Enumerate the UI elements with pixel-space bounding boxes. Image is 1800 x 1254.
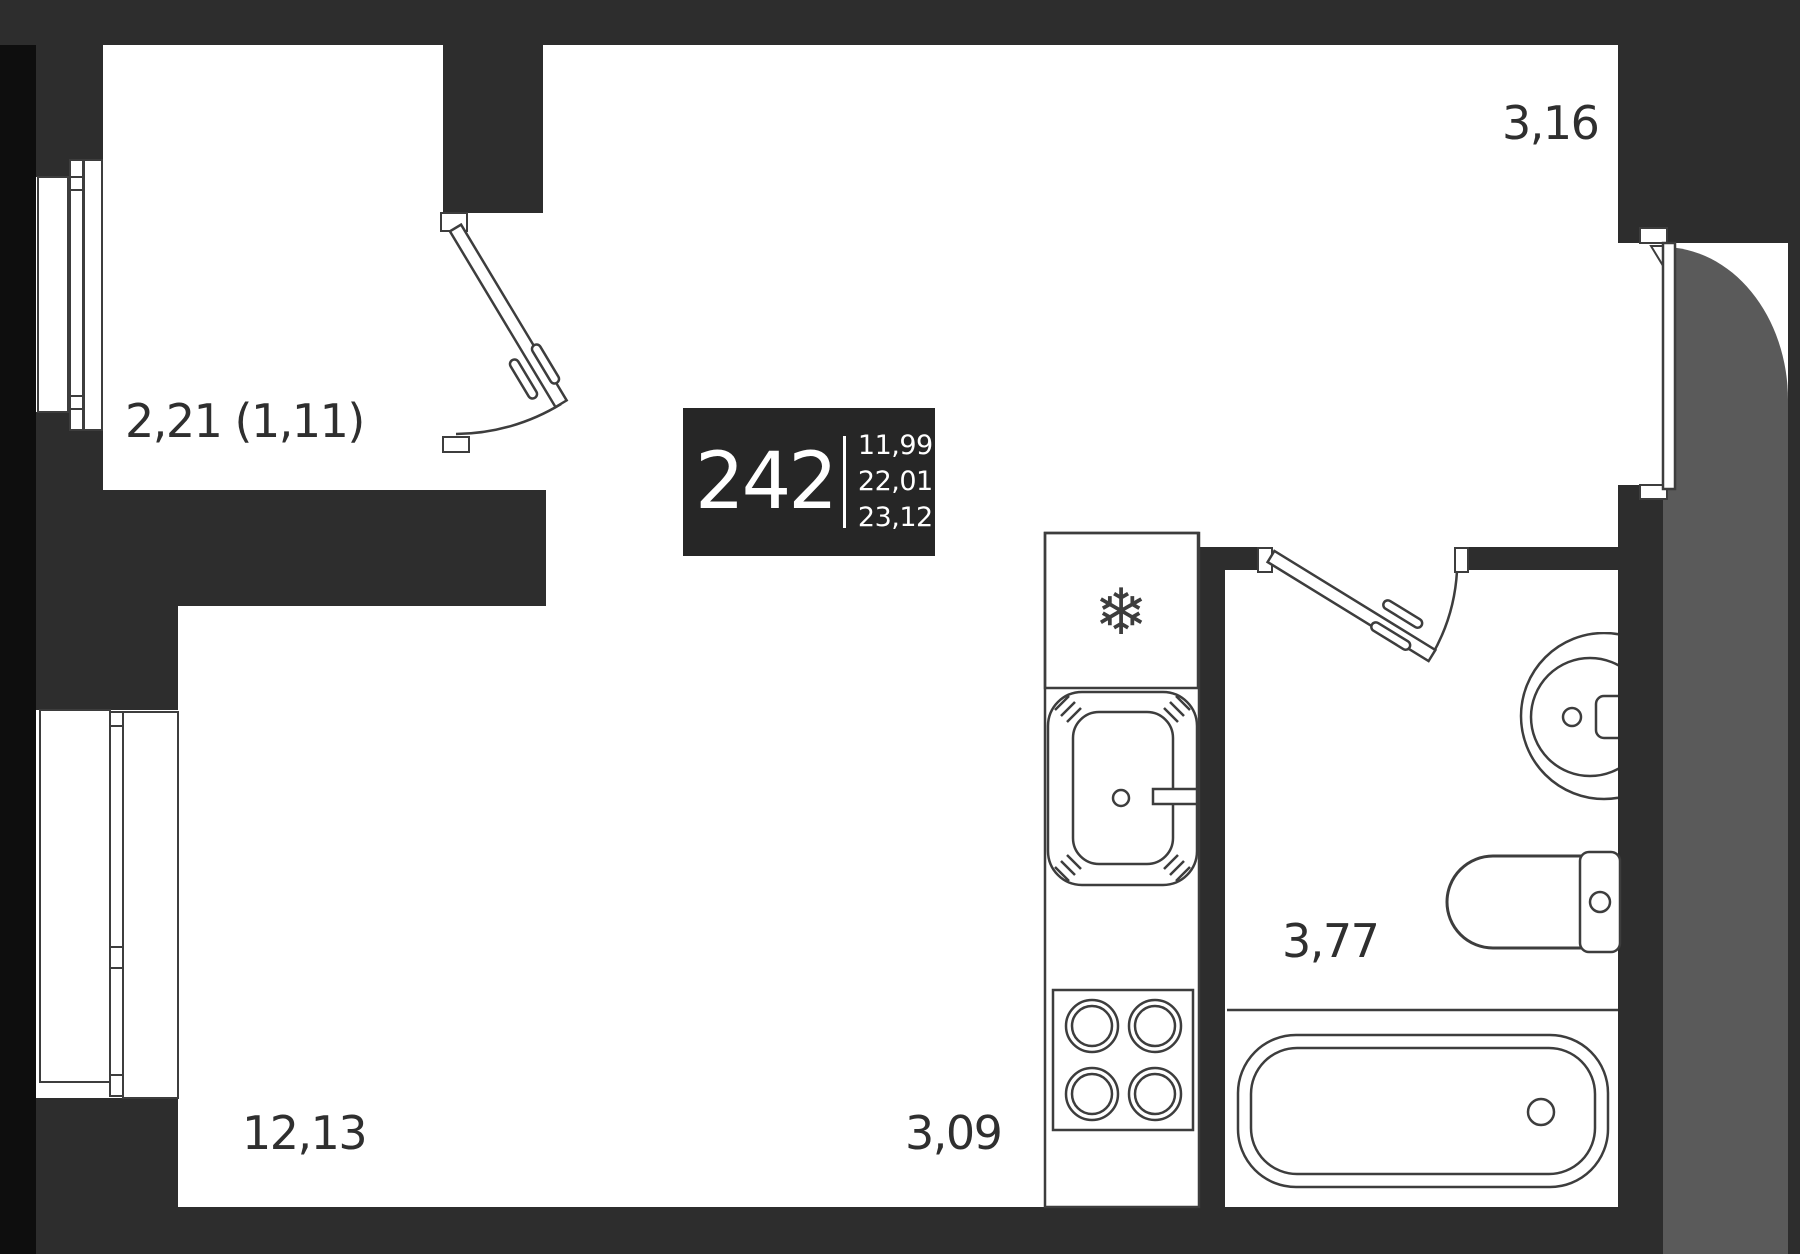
balcony-window-frame-outer [83, 159, 103, 431]
balcony-door-handle-outer [530, 343, 561, 385]
wall-balcony-left-upper [36, 45, 103, 177]
wash-basin [1519, 632, 1618, 801]
bathroom-door-jamb-right [1454, 547, 1469, 573]
balcony-door-jamb-bottom [442, 436, 470, 453]
toilet-bowl [1445, 854, 1584, 950]
living-window-niche [39, 709, 111, 1083]
unit-number: 242 [695, 437, 838, 527]
wall-top [0, 0, 1800, 45]
fridge [1043, 531, 1200, 690]
bathtub-drain [1526, 1097, 1556, 1127]
area-value-living: 11,99 [857, 430, 933, 461]
bathtub-outer [1236, 1033, 1610, 1189]
kitchen-sink-faucet [1151, 787, 1199, 806]
entrance-doorway-gap [1618, 243, 1667, 485]
balcony-door-swing-arc [455, 402, 562, 436]
kitchen-sink-drain [1111, 788, 1131, 808]
living-room-area-label: 12,13 [242, 1106, 368, 1160]
bathroom-fixtures [1227, 632, 1622, 1189]
balcony-window [37, 159, 103, 431]
living-window-frame [109, 717, 124, 1097]
kitchen-fixtures: ❄ [1043, 531, 1201, 1209]
wall-right-edge-strip [1788, 0, 1800, 1254]
entrance-door-leaf [1661, 241, 1677, 491]
stove [1051, 988, 1195, 1132]
bathroom-door-handle-inner [1370, 621, 1412, 651]
entrance-door-jamb-top [1639, 227, 1668, 244]
freezer-snowflake-icon: ❄ [1094, 576, 1148, 650]
balcony-window-niche [37, 176, 69, 413]
unit-badge: 242 11,99 22,01 23,12 [683, 408, 935, 556]
corridor-and-entrance [1618, 0, 1800, 1254]
wall-right-lower [1618, 485, 1663, 1254]
wall-bottom [36, 1207, 1663, 1254]
wash-basin-bowl [1529, 656, 1618, 778]
area-value-overall: 23,12 [857, 502, 933, 533]
living-window-cap-middle [109, 946, 124, 969]
toilet-flush-button [1588, 890, 1612, 914]
building-left-edge [0, 45, 36, 1254]
balcony-door [440, 212, 569, 453]
corridor-door-swing-area [1663, 247, 1788, 1254]
bathroom-door-swing-arc [1430, 570, 1459, 656]
wall-left-pier [36, 606, 178, 710]
wall-below-balcony [36, 490, 546, 606]
unit-area-values: 11,99 22,01 23,12 [858, 428, 933, 536]
unit-badge-divider [842, 436, 846, 528]
balcony-door-handle-inner [508, 358, 539, 400]
entrance-door-jamb-bottom [1639, 484, 1668, 500]
hallway-area-label: 3,16 [1502, 96, 1600, 150]
living-room-window [39, 709, 179, 1099]
wash-basin-drain [1561, 706, 1583, 728]
kitchen-area-label: 3,09 [905, 1106, 1003, 1160]
bathroom-area-label: 3,77 [1282, 914, 1380, 968]
bathtub-inner [1249, 1046, 1597, 1176]
wash-basin-outer [1519, 632, 1618, 801]
wall-balcony-divider-pillar [443, 45, 543, 213]
stove-burners [1064, 998, 1183, 1122]
balcony-area-label: 2,21 (1,11) [125, 394, 365, 448]
balcony-window-cap-top [69, 176, 84, 191]
living-window-reveal [122, 711, 179, 1099]
wall-kitchen-bathroom-divider [1200, 547, 1225, 1207]
toilet-tank [1578, 850, 1622, 954]
balcony-window-frame-inner [69, 159, 84, 431]
wash-basin-tap-notch [1594, 694, 1618, 740]
wall-bathroom-top-right [1468, 547, 1618, 570]
bathroom-door-handle-outer [1382, 599, 1424, 629]
area-value-total: 22,01 [857, 466, 933, 497]
living-window-cap-top [109, 711, 124, 727]
wall-bathroom-top-left [1203, 547, 1258, 570]
bathroom-door [1257, 547, 1469, 663]
kitchen-sink-corner-ticks [1054, 695, 1191, 882]
living-window-cap-bottom [109, 1074, 124, 1097]
balcony-window-cap-bottom [69, 395, 84, 410]
